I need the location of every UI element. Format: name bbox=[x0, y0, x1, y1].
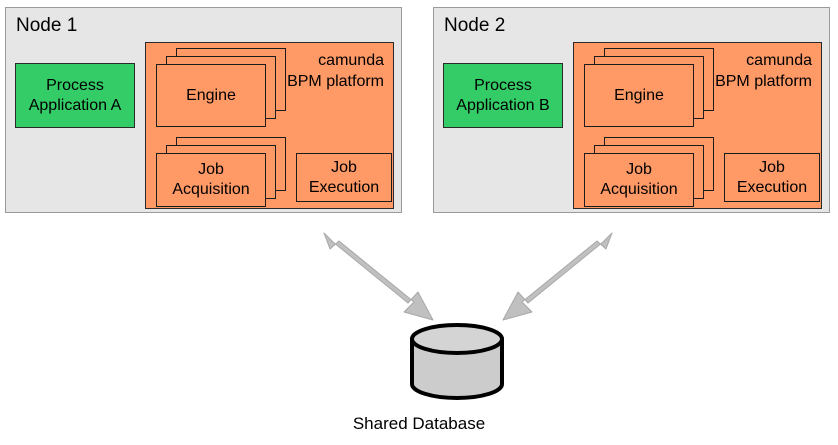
node-1-job-acquisition-label: Job Acquisition bbox=[172, 161, 250, 198]
node-2-job-acquisition-layer-1: Job Acquisition bbox=[584, 153, 694, 207]
node-1-job-acquisition-layer-1: Job Acquisition bbox=[156, 153, 266, 207]
node-1-process-application[interactable]: Process Application A bbox=[15, 63, 135, 128]
node-2-job-execution-label: Job Execution bbox=[736, 158, 808, 196]
node-2-process-application-label: Process Application B bbox=[456, 76, 550, 114]
node-2-camunda-platform: camunda BPM platform Engine Job Acquisit… bbox=[573, 42, 822, 209]
node-2-engine-stack[interactable]: Engine bbox=[584, 48, 714, 127]
node-1-platform-title: camunda BPM platform bbox=[287, 52, 384, 90]
node-2-job-acquisition-stack[interactable]: Job Acquisition bbox=[584, 137, 714, 207]
node-2-job-acquisition-label: Job Acquisition bbox=[600, 161, 678, 198]
node-1-job-execution-box[interactable]: Job Execution bbox=[296, 153, 392, 202]
arrow-node2-to-db bbox=[502, 232, 613, 321]
node-2-engine-label: Engine bbox=[614, 86, 664, 104]
arrow-node1-to-db bbox=[323, 232, 434, 321]
node-1-engine-label: Engine bbox=[186, 86, 236, 104]
node-2-process-application[interactable]: Process Application B bbox=[443, 63, 563, 128]
node-2-platform-title: camunda BPM platform bbox=[715, 52, 812, 90]
database-cylinder-icon bbox=[410, 323, 504, 400]
node-1-engine-layer-1: Engine bbox=[156, 64, 266, 127]
node-1-job-acquisition-stack[interactable]: Job Acquisition bbox=[156, 137, 286, 207]
node-1-engine-stack[interactable]: Engine bbox=[156, 48, 286, 127]
shared-database[interactable] bbox=[405, 322, 510, 404]
node-2-container: Node 2 Process Application B camunda BPM… bbox=[433, 7, 830, 213]
node-1-process-application-label: Process Application A bbox=[28, 76, 122, 114]
node-2-title: Node 2 bbox=[444, 15, 506, 36]
node-2-job-execution-box[interactable]: Job Execution bbox=[724, 153, 820, 202]
node-2-engine-layer-1: Engine bbox=[584, 64, 694, 127]
node-1-job-execution-label: Job Execution bbox=[308, 158, 380, 196]
node-1-camunda-platform: camunda BPM platform Engine Job Acquisit… bbox=[145, 42, 394, 209]
node-1-container: Node 1 Process Application A camunda BPM… bbox=[5, 7, 402, 213]
shared-database-caption: Shared Database bbox=[352, 414, 486, 433]
node-1-title: Node 1 bbox=[16, 15, 78, 36]
